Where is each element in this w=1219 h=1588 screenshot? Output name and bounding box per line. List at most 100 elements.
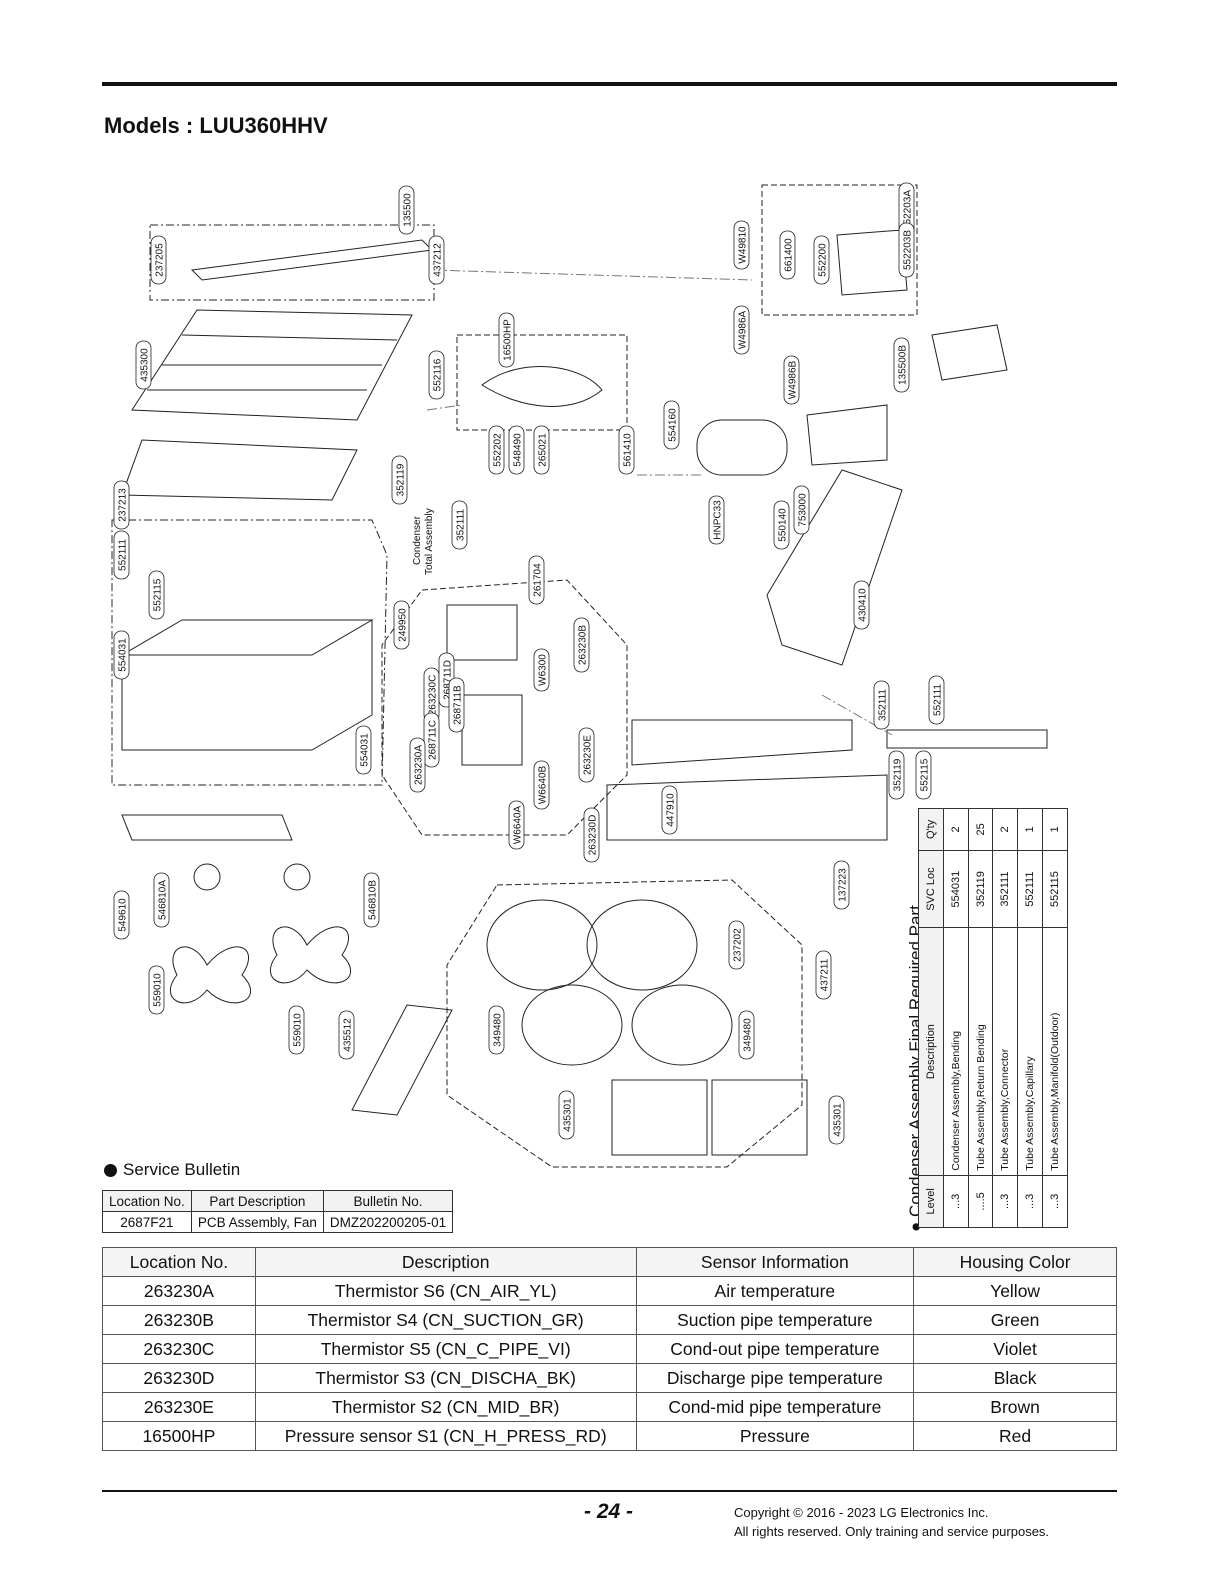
top-cover-group — [149, 224, 435, 301]
table-row: 16500HP Pressure sensor S1 (CN_H_PRESS_R… — [102, 1421, 1117, 1451]
callout-oval — [393, 600, 410, 650]
callout-text: 268711D — [443, 660, 454, 700]
callout-oval — [113, 630, 130, 680]
callout-label: 552111 — [113, 530, 130, 580]
accumulator-group — [761, 184, 918, 316]
fan-right-part — [270, 926, 351, 984]
callout-label: 552111 — [928, 675, 945, 725]
cell-description: Tube Assembly,Manifold(Outdoor) — [1042, 927, 1068, 1176]
callout-text: 559010 — [293, 1013, 304, 1047]
piping-part — [481, 366, 603, 407]
top-cover-part — [190, 239, 434, 281]
callout-label: 552115 — [915, 750, 932, 800]
callout-oval — [498, 312, 515, 368]
side-panel-lower — [351, 1004, 453, 1116]
callout-label: 137223 — [833, 860, 850, 910]
callout-text: 552115 — [920, 758, 931, 791]
callout-oval — [728, 920, 745, 970]
cell-description: Tube Assembly,Return Bending — [968, 927, 993, 1176]
callout-text: W6640A — [513, 805, 524, 844]
page-title: Models : LUU360HHV — [104, 113, 328, 138]
callout-oval — [853, 580, 870, 630]
condenser-group — [111, 519, 388, 786]
grille-lines — [147, 334, 398, 391]
callout-oval — [135, 340, 152, 390]
fan-shroud-right — [586, 899, 698, 991]
bell-mouth-right — [631, 984, 733, 1066]
callout-oval — [783, 355, 800, 405]
callout-oval — [661, 785, 678, 835]
callout-label: 435301 — [828, 1095, 845, 1145]
cell-description: Pressure sensor S1 (CN_H_PRESS_RD) — [254, 1421, 637, 1451]
callout-label: 268711C — [423, 712, 440, 768]
callout-text: W4986B — [788, 360, 799, 399]
callout-label: 261704 — [528, 555, 545, 605]
cell-description: Thermistor S3 (CN_DISCHA_BK) — [254, 1363, 637, 1393]
callout-label: W6640A — [508, 800, 525, 850]
table-row: ....5 Tube Assembly,Return Bending 35211… — [968, 808, 993, 1228]
callout-oval — [451, 500, 468, 550]
service-bulletin-title-text: Service Bulletin — [123, 1160, 241, 1179]
callout-text: 435300 — [140, 348, 151, 382]
callout-text: 263230E — [583, 735, 594, 775]
base-pan-part — [766, 469, 903, 666]
cell-svc-loc: 552111 — [1017, 850, 1043, 928]
cell-qty: 1 — [1042, 808, 1068, 851]
sb-cell-bulletin-no: DMZ202200205-01 — [322, 1211, 454, 1233]
callout-oval — [148, 965, 165, 1015]
cell-level: ...3 — [943, 1175, 969, 1228]
callout-label: 554031 — [355, 725, 372, 775]
callout-oval — [773, 500, 790, 550]
callout-oval — [508, 800, 525, 850]
callout-oval — [813, 235, 830, 285]
callout-text: 546810B — [368, 880, 379, 920]
callout-oval — [815, 950, 832, 1000]
callout-oval — [915, 750, 932, 800]
cell-housing-color: Brown — [913, 1392, 1117, 1422]
callout-label: 135500 — [398, 185, 415, 235]
copyright-line1: Copyright © 2016 - 2023 LG Electronics I… — [734, 1505, 989, 1520]
callout-oval — [428, 350, 445, 400]
callout-text: 559010 — [153, 973, 164, 1007]
callout-oval — [288, 1005, 305, 1055]
callout-text: W6300 — [538, 654, 549, 686]
callout-label: 352119 — [391, 455, 408, 505]
callout-text: 135500B — [898, 345, 909, 385]
callout-text: 552111 — [118, 539, 129, 571]
callout-label: W49810 — [733, 220, 750, 270]
header-sensor-information: Sensor Information — [635, 1247, 915, 1277]
callout-text: 561410 — [623, 433, 634, 467]
condenser-table: Level Description SVC Loc Q'ty ...3 Cond… — [918, 808, 1068, 1228]
callout-text: 137223 — [838, 868, 849, 902]
copyright-line2: All rights reserved. Only training and s… — [734, 1524, 1050, 1539]
callout-oval — [663, 400, 680, 450]
callout-label: 352111 — [451, 500, 468, 550]
callout-label: 437211 — [815, 950, 832, 1000]
callout-label: 249950 — [393, 600, 410, 650]
sensor-table: Location No. Description Sensor Informat… — [102, 1247, 1117, 1451]
table-row: 263230C Thermistor S5 (CN_C_PIPE_VI) Con… — [102, 1334, 1117, 1364]
callout-text: 546810A — [158, 880, 169, 920]
cell-qty: 1 — [1017, 808, 1043, 851]
cell-svc-loc: 552115 — [1042, 850, 1068, 928]
page-number: - 24 - — [584, 1500, 634, 1523]
condenser-table-rotator: Level Description SVC Loc Q'ty ...3 Cond… — [918, 808, 1068, 1228]
callout-text: 268711B — [453, 685, 464, 725]
callout-text: 261704 — [533, 563, 544, 597]
compressor-part — [696, 419, 788, 476]
callout-oval — [618, 425, 635, 475]
piping-group — [456, 334, 628, 431]
front-panel-lower — [606, 774, 888, 841]
fan-left-part — [170, 946, 251, 1004]
condenser-header-qty: Q'ty — [918, 808, 944, 851]
callout-label: 437212 — [428, 235, 445, 285]
callout-label: 552115 — [148, 570, 165, 620]
callout-oval — [150, 235, 167, 285]
cell-sensor-information: Pressure — [635, 1421, 915, 1451]
cell-housing-color: Red — [913, 1421, 1117, 1451]
callout-label: 263230D — [583, 807, 600, 863]
table-row: ...3 Tube Assembly,Connector 352111 2 — [992, 808, 1018, 1228]
callout-label: 263230A — [409, 737, 426, 793]
callout-label: 753000 — [793, 485, 810, 535]
